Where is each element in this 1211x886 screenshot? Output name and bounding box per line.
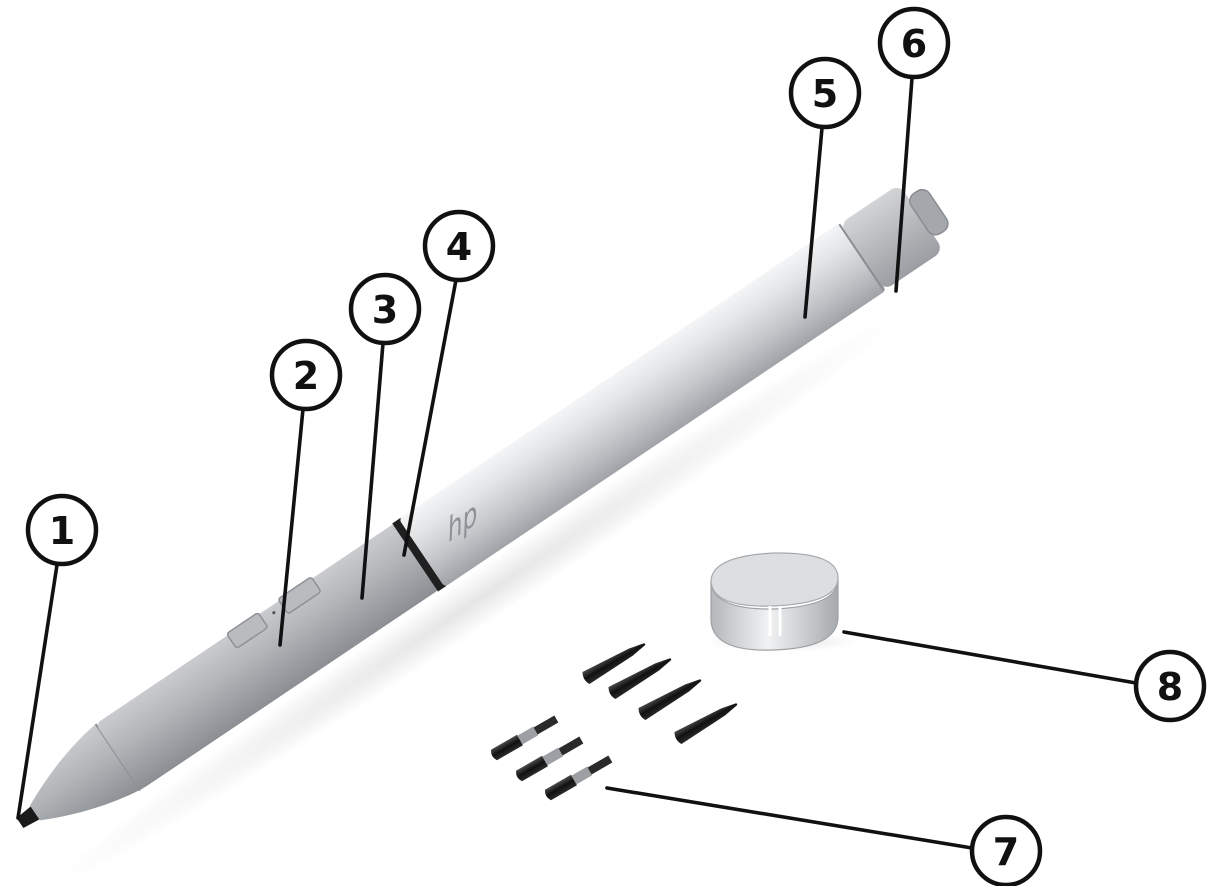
callout-1: 1: [28, 496, 96, 564]
callout-8: 8: [1136, 652, 1204, 720]
callout-7: 7: [972, 817, 1040, 885]
callout-2-label: 2: [293, 354, 319, 398]
callout-2: 2: [272, 341, 340, 409]
callout-4-label: 4: [446, 225, 472, 269]
callout-6-label: 6: [901, 22, 927, 66]
callout-4: 4: [425, 212, 493, 280]
callout-1-label: 1: [49, 509, 75, 553]
callout-3-label: 3: [372, 288, 398, 332]
stylus-pen: hp: [0, 171, 992, 886]
leader-8: [844, 632, 1136, 683]
callout-5: 5: [791, 59, 859, 127]
callout-6: 6: [880, 9, 948, 77]
callout-7-label: 7: [993, 830, 1019, 874]
tip-tapered-4: [673, 698, 741, 745]
callout-8-label: 8: [1157, 665, 1183, 709]
clip-ring-inner: [711, 553, 838, 606]
callout-3: 3: [351, 275, 419, 343]
replacement-pen-tips: [489, 638, 740, 801]
callout-5-label: 5: [812, 72, 838, 116]
pen-clip-ring: [704, 553, 860, 652]
leader-7: [607, 788, 972, 848]
tip-tapered-3: [637, 674, 705, 721]
